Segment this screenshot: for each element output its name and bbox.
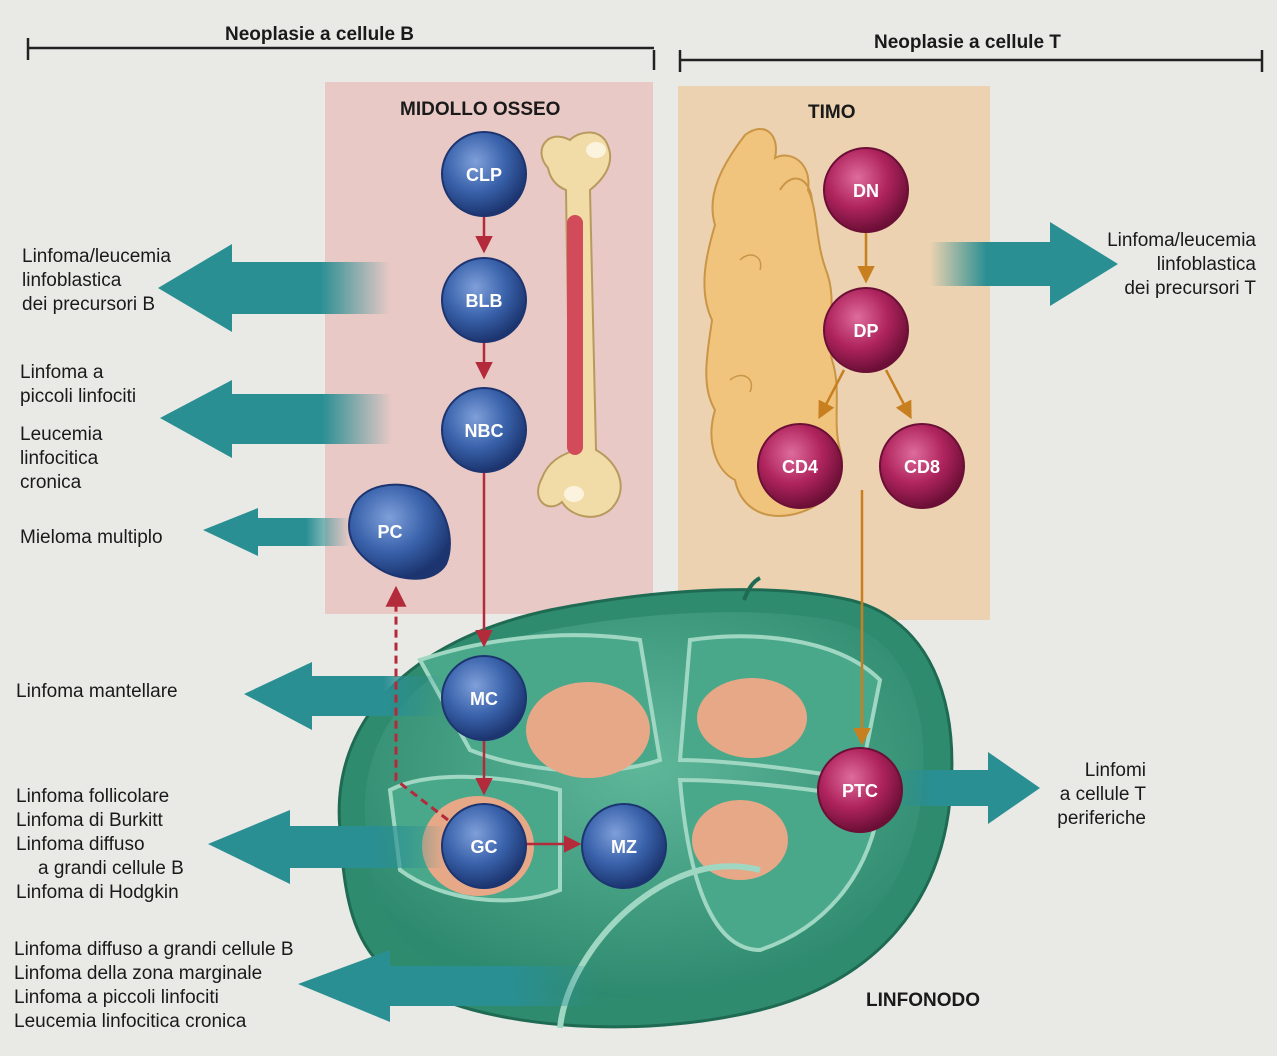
arrow-t-precursor [930,222,1118,306]
arrow-gc-pc-dashed [385,585,449,822]
label-mz-group: Linfoma diffuso a grandi cellule B Linfo… [14,939,294,1032]
svg-text:NBC: NBC [465,421,504,441]
arrow-small-lymph-cll [160,380,392,458]
svg-text:GC: GC [471,837,498,857]
lymph-node-label: LINFONODO [866,990,980,1011]
svg-text:CLP: CLP [466,165,502,185]
svg-text:PC: PC [377,522,402,542]
cell-cd4: CD4 [757,423,843,509]
svg-text:Linfoma/leucemia: Linfoma/leucemia [22,246,171,267]
svg-text:Linfoma della zona marginale: Linfoma della zona marginale [14,963,262,984]
label-mantle: Linfoma mantellare [16,681,178,702]
cell-cd8: CD8 [879,423,965,509]
t-cell-header: Neoplasie a cellule T [874,32,1061,53]
svg-text:Linfoma di Burkitt: Linfoma di Burkitt [16,810,164,831]
svg-text:a grandi cellule B: a grandi cellule B [38,858,184,879]
t-cell-range-bar [678,50,1264,72]
svg-text:dei precursori T: dei precursori T [1124,278,1256,299]
label-cll: Leucemia linfocitica cronica [20,424,103,493]
svg-text:BLB: BLB [466,291,503,311]
cell-mc: MC [441,655,527,741]
cell-ptc: PTC [817,747,903,833]
label-t-precursor: Linfoma/leucemia linfoblastica dei precu… [1107,230,1256,299]
svg-text:linfoblastica: linfoblastica [1157,254,1257,275]
cell-nbc: NBC [441,387,527,473]
arrow-mz-group [298,950,600,1022]
arrow-myeloma [203,508,350,556]
svg-text:Leucemia linfocitica cronica: Leucemia linfocitica cronica [14,1011,247,1032]
thymus-label: TIMO [808,102,856,123]
bone-illustration [537,131,622,518]
cell-dn: DN [823,147,909,233]
bone-marrow-label: MIDOLLO OSSEO [400,99,560,120]
label-b-precursor: Linfoma/leucemia linfoblastica dei precu… [22,246,171,315]
arrow-gc-group [208,810,444,884]
svg-text:linfoblastica: linfoblastica [22,270,122,291]
svg-text:DP: DP [853,321,878,341]
svg-text:DN: DN [853,181,879,201]
svg-text:Linfoma a piccoli linfociti: Linfoma a piccoli linfociti [14,987,219,1008]
svg-text:CD8: CD8 [904,457,940,477]
cell-clp: CLP [441,131,527,217]
svg-text:periferiche: periferiche [1057,808,1146,829]
cell-mz: MZ [581,803,667,889]
svg-text:Linfomi: Linfomi [1085,760,1146,781]
svg-text:Linfoma a: Linfoma a [20,362,104,383]
label-gc-group: Linfoma follicolare Linfoma di Burkitt L… [16,786,184,903]
svg-text:cronica: cronica [20,472,82,493]
arrow-b-precursor [158,244,390,332]
svg-text:CD4: CD4 [782,457,818,477]
cell-dp: DP [823,287,909,373]
arrow-dp-cd4 [818,369,846,420]
svg-text:Linfoma di Hodgkin: Linfoma di Hodgkin [16,882,179,903]
svg-text:a cellule T: a cellule T [1060,784,1147,805]
svg-text:Linfoma diffuso a grandi cellu: Linfoma diffuso a grandi cellule B [14,939,294,960]
svg-text:Linfoma/leucemia: Linfoma/leucemia [1107,230,1256,251]
b-cell-range-bar [26,38,656,70]
cell-gc: GC [441,803,527,889]
cell-pc: PC [348,483,451,580]
svg-text:dei precursori B: dei precursori B [22,294,155,315]
svg-text:MC: MC [470,689,498,709]
label-myeloma: Mieloma multiplo [20,527,163,548]
svg-text:MZ: MZ [611,837,637,857]
label-peripheral-t: Linfomi a cellule T periferiche [1057,760,1146,829]
svg-text:piccoli linfociti: piccoli linfociti [20,386,136,407]
arrow-dp-cd8 [884,369,912,420]
cell-blb: BLB [441,257,527,343]
arrow-peripheral-t [888,752,1040,824]
svg-text:Linfoma diffuso: Linfoma diffuso [16,834,145,855]
b-cell-header: Neoplasie a cellule B [225,24,414,45]
svg-text:Linfoma follicolare: Linfoma follicolare [16,786,169,807]
arrow-mantle [244,662,444,730]
label-small-lymph: Linfoma a piccoli linfociti [20,362,136,407]
svg-text:Leucemia: Leucemia [20,424,103,445]
svg-text:linfocitica: linfocitica [20,448,99,469]
svg-text:PTC: PTC [842,781,878,801]
